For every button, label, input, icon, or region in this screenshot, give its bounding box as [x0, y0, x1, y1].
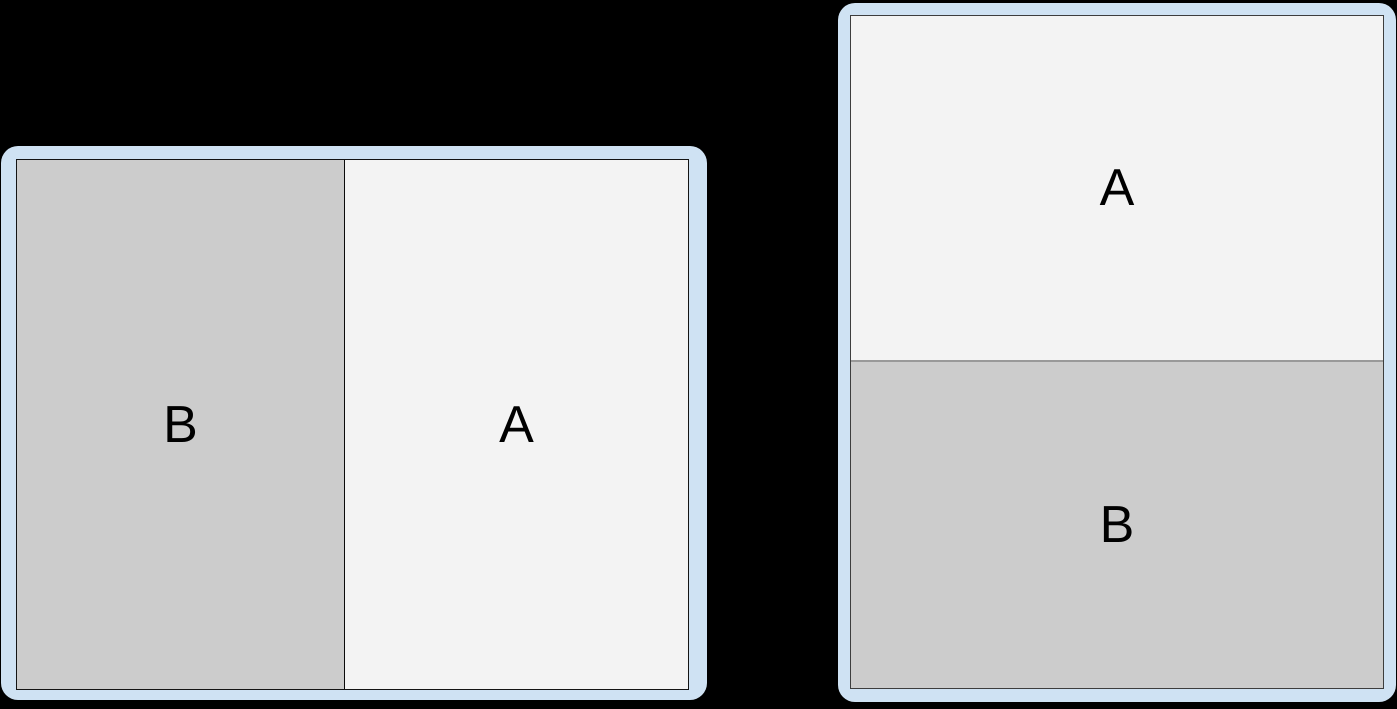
device-screen-portrait: A B	[850, 15, 1384, 689]
pane-a-portrait: A	[851, 16, 1383, 362]
pane-a-landscape-label: A	[499, 395, 534, 454]
device-screen-landscape: B A	[16, 159, 689, 690]
device-frame-landscape: B A	[1, 146, 707, 700]
device-frame-portrait: A B	[838, 3, 1396, 702]
pane-b-portrait-label: B	[1099, 496, 1135, 554]
pane-b-portrait: B	[851, 362, 1383, 688]
pane-b-landscape-label: B	[163, 395, 198, 454]
pane-b-landscape: B	[17, 160, 345, 689]
pane-a-portrait-label: A	[1099, 159, 1135, 217]
pane-a-landscape: A	[345, 160, 688, 689]
